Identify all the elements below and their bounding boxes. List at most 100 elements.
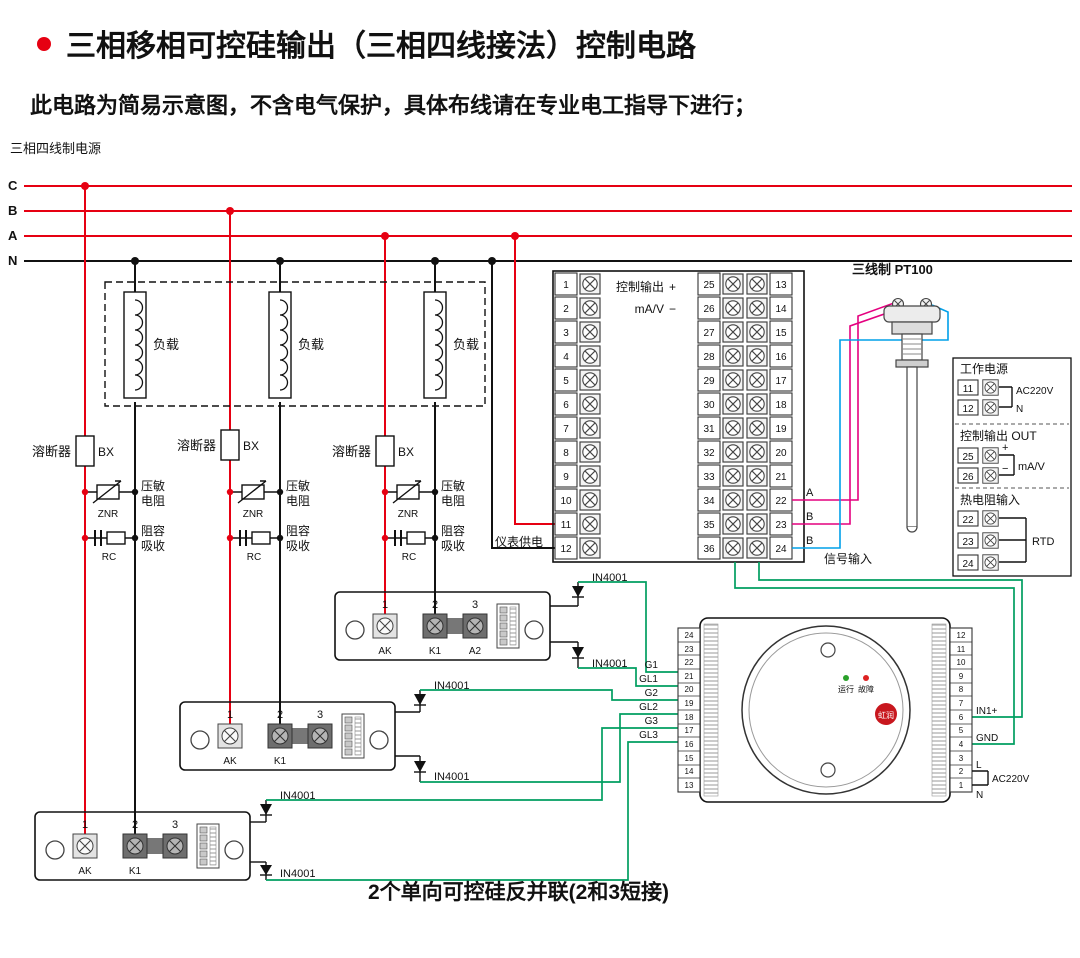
resistor-icon xyxy=(251,531,271,545)
terminal-number: 6 xyxy=(563,400,569,411)
mounting-hole-icon xyxy=(369,730,389,750)
control-output-title: 控制输出 OUT xyxy=(960,428,1037,443)
terminal-number: 20 xyxy=(775,448,787,459)
terminal-number: 17 xyxy=(775,376,787,387)
run-led-label: 运行 xyxy=(838,684,854,694)
fuse-label: 溶断器 xyxy=(332,444,371,459)
pt100-probe xyxy=(883,297,941,533)
varistor-label-2: 电阻 xyxy=(141,494,165,508)
terminal-number: 3 xyxy=(172,819,178,831)
terminal-number: 1 xyxy=(563,280,569,291)
board-terminal-number: 3 xyxy=(959,754,964,763)
diode-5 xyxy=(260,800,272,822)
neutral-label: N xyxy=(8,253,17,268)
terminal-number: 26 xyxy=(962,472,974,483)
screw-terminal xyxy=(579,465,601,487)
pt100-probe-section: 三线制 PT100 xyxy=(792,262,949,549)
mounting-hole-icon xyxy=(224,840,244,860)
rc-label-1: 阻容 xyxy=(286,523,310,538)
board-terminal-number: 16 xyxy=(685,740,694,749)
rtd-wire-b1-label: B xyxy=(806,511,813,523)
phase-a-label: A xyxy=(8,228,18,243)
terminal-number: 1 xyxy=(82,819,88,831)
load-2: 负载 xyxy=(268,291,324,399)
feeder-wires xyxy=(84,186,557,836)
gate-wire-gl3 xyxy=(266,741,678,881)
terminal-number: 22 xyxy=(775,496,787,507)
rc-code: RC xyxy=(247,552,261,563)
terminal-number: 30 xyxy=(703,400,715,411)
screw-terminal xyxy=(746,465,768,487)
screw-terminal xyxy=(746,321,768,343)
pt100-label: 三线制 PT100 xyxy=(852,262,933,277)
diode-3 xyxy=(414,690,426,712)
terminal-number: 2 xyxy=(432,599,438,611)
board-terminal-number: 13 xyxy=(685,781,694,790)
rtd-wire-b2-label: B xyxy=(806,535,813,547)
screw-terminal xyxy=(722,297,744,319)
diode-label: IN4001 xyxy=(434,771,469,783)
bullet-icon xyxy=(37,37,51,51)
terminal-number: 36 xyxy=(703,544,715,555)
screw-terminal xyxy=(722,417,744,439)
screw-terminal xyxy=(746,297,768,319)
terminal-number: 12 xyxy=(962,404,974,415)
gate-label-g2: G2 xyxy=(645,688,659,699)
screw-terminal xyxy=(746,393,768,415)
pt100-wire-b2 xyxy=(792,304,949,549)
terminal-number: 3 xyxy=(563,328,569,339)
screw-terminal xyxy=(746,441,768,463)
gate-wire-g1 xyxy=(578,581,678,673)
screw-terminal xyxy=(746,513,768,535)
rc-label-1: 阻容 xyxy=(441,523,465,538)
diode-6 xyxy=(260,862,272,880)
terminal-number: 5 xyxy=(563,376,569,387)
gate-label-g3: G3 xyxy=(645,716,659,727)
pt100-wire-a xyxy=(792,302,895,501)
terminal-number: 18 xyxy=(775,400,787,411)
board-terminal-number: 8 xyxy=(959,685,964,694)
terminal-number: 27 xyxy=(703,328,715,339)
round-module xyxy=(741,625,911,795)
pt100-wire-b1 xyxy=(792,311,891,525)
screw-terminal xyxy=(982,447,999,464)
gate-wiring: IN4001 IN4001 IN4001 IN4001 IN4001 IN400… xyxy=(250,572,678,881)
terminal-number: 7 xyxy=(563,424,569,435)
mounting-hole-icon xyxy=(524,620,544,640)
terminal-number: 13 xyxy=(775,280,787,291)
signal-wire-gnd xyxy=(734,562,1015,745)
board-terminal-number: 10 xyxy=(957,658,966,667)
board-terminal-number: 17 xyxy=(685,726,694,735)
varistor-code: ZNR xyxy=(98,509,119,520)
terminal-number: 2 xyxy=(277,709,283,721)
rc-code: RC xyxy=(402,552,416,563)
board-terminal-number: 20 xyxy=(685,685,694,694)
gate-wire-gl1 xyxy=(578,667,678,687)
board-terminal-number: 5 xyxy=(959,726,964,735)
screw-terminal xyxy=(746,417,768,439)
screw-terminal xyxy=(579,273,601,295)
terminal-label-ak: AK xyxy=(223,756,237,767)
varistor-label-1: 压敏 xyxy=(441,478,465,493)
board-terminal-number: 19 xyxy=(685,699,694,708)
bottom-note: 2个单向可控硅反并联(2和3短接) xyxy=(368,880,669,904)
coil-icon xyxy=(134,299,144,391)
screw-terminal xyxy=(579,369,601,391)
screw-terminal xyxy=(746,369,768,391)
varistor-code: ZNR xyxy=(398,509,419,520)
terminal-number: 1 xyxy=(227,709,233,721)
screw-terminal xyxy=(579,489,601,511)
signal-wire-in1 xyxy=(758,562,1023,718)
board-terminal-number: 11 xyxy=(957,645,966,654)
screw-terminal xyxy=(579,297,601,319)
diode-2 xyxy=(572,642,584,668)
rc-label-1: 阻容 xyxy=(141,523,165,538)
phase-c-label: C xyxy=(8,178,18,193)
neutral-label: N xyxy=(976,790,983,801)
control-output-annotation: 控制输出 xyxy=(616,279,664,294)
terminal-number: 21 xyxy=(775,472,787,483)
terminal-label-ak: AK xyxy=(78,866,92,877)
ma-v-label: mA/V xyxy=(1018,461,1046,473)
screw-terminal xyxy=(579,513,601,535)
